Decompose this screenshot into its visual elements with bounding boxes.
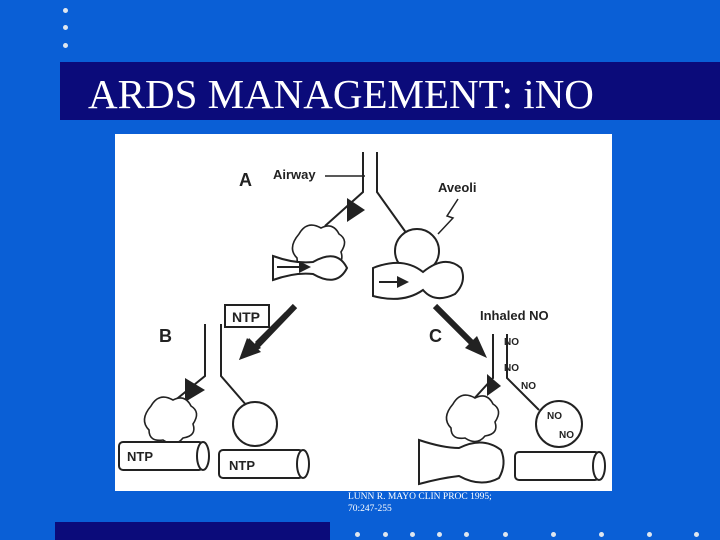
decorative-dots-row bbox=[0, 532, 720, 540]
constriction-c bbox=[487, 374, 501, 396]
vessel-c-left bbox=[418, 438, 505, 486]
decorative-dot bbox=[410, 532, 415, 537]
constriction-a bbox=[347, 198, 365, 222]
decorative-dot bbox=[551, 532, 556, 537]
ntp-box bbox=[224, 304, 270, 328]
panel-a-label: A bbox=[239, 170, 252, 190]
vessel-a-right bbox=[372, 261, 464, 300]
bottom-bar bbox=[55, 522, 330, 540]
collapsed-alveolus-c bbox=[445, 394, 500, 443]
aveoli-pointer bbox=[437, 198, 459, 235]
no-label-1: NO bbox=[504, 337, 519, 348]
no-label-3: NO bbox=[521, 381, 536, 392]
decorative-dot bbox=[63, 25, 68, 30]
airway-b bbox=[172, 324, 248, 407]
open-alveolus-c bbox=[535, 400, 583, 448]
airway-a bbox=[324, 152, 408, 235]
citation: LUNN R. MAYO CLIN PROC 1995; 70:247-255 bbox=[348, 491, 492, 515]
panel-c-label: C bbox=[429, 326, 442, 346]
airway-c bbox=[470, 334, 540, 411]
no-label-5: NO bbox=[559, 430, 574, 441]
slide-title: ARDS MANAGEMENT: iNO bbox=[88, 71, 594, 117]
vessel-c-right bbox=[514, 451, 600, 481]
decorative-dot bbox=[355, 532, 360, 537]
ntp-vessel-2: NTP bbox=[229, 458, 255, 473]
decorative-dot bbox=[647, 532, 652, 537]
decorative-dot bbox=[503, 532, 508, 537]
decorative-dot bbox=[383, 532, 388, 537]
inhaled-no-label: Inhaled NO bbox=[480, 308, 549, 323]
ards-figure: A Airway Aveoli NTP Inhaled NO B bbox=[115, 134, 612, 491]
ntp-vessel-1: NTP bbox=[127, 449, 153, 464]
decorative-dot bbox=[63, 8, 68, 13]
citation-line-2: 70:247-255 bbox=[348, 504, 392, 514]
decorative-dot bbox=[464, 532, 469, 537]
ino-diagram: A Airway Aveoli NTP Inhaled NO B bbox=[118, 152, 606, 486]
decorative-dot bbox=[599, 532, 604, 537]
airway-label: Airway bbox=[273, 167, 316, 182]
aveoli-label: Aveoli bbox=[438, 180, 477, 195]
title-bar bbox=[60, 62, 720, 120]
citation-line-1: LUNN R. MAYO CLIN PROC 1995; bbox=[348, 492, 492, 502]
decorative-dot bbox=[63, 43, 68, 48]
decorative-dot bbox=[437, 532, 442, 537]
decorative-dot bbox=[694, 532, 699, 537]
no-label-4: NO bbox=[547, 411, 562, 422]
no-label-2: NO bbox=[504, 363, 519, 374]
arrow-to-c bbox=[432, 303, 480, 351]
panel-b-label: B bbox=[159, 326, 172, 346]
collapsed-alveolus-b bbox=[143, 396, 198, 445]
open-alveolus-b bbox=[232, 401, 278, 447]
constriction-b bbox=[185, 378, 205, 402]
ntp-box-label: NTP bbox=[232, 309, 260, 325]
